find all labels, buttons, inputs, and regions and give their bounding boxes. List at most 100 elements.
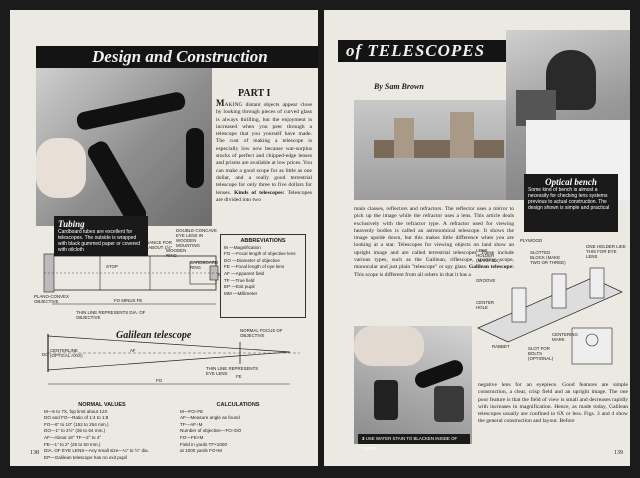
- left-page: Design and Construction PART I MAKING di…: [10, 10, 318, 466]
- calculation-item: FO—FE×M: [180, 434, 204, 440]
- body-text-3: Figs. 3 and 4 show the general construct…: [478, 411, 628, 425]
- galilean-heading: Galilean telescope:: [468, 264, 514, 271]
- calculation-item: Number of objective—FO÷DO: [180, 428, 242, 434]
- normal-value-item: EP—Galilean telescope has no exit pupil: [44, 454, 127, 460]
- calculation-item: M—FO÷FE: [180, 408, 204, 414]
- stain-jar-shape: [374, 380, 398, 420]
- caption-text: Some kind of bench is almost a necessity…: [528, 187, 610, 211]
- calculation-item: TF—AF÷M: [180, 421, 203, 427]
- label-one-holder: ONE HOLDER LIKE THIS FOR EYE LENS: [586, 244, 626, 259]
- label-center-hole: CENTER HOLE: [476, 300, 495, 310]
- abbr-item: FE —Focal length of eye lens: [224, 264, 285, 270]
- page-title-right: of TELESCOPES: [338, 40, 506, 62]
- abbr-item: EP —Exit pupil: [224, 284, 255, 290]
- drop-cap: M: [216, 98, 225, 108]
- label-fo-minus-fe: FO MINUS FE: [114, 298, 143, 303]
- body-text-2: negative lens for an eyepiece. Good feat…: [478, 382, 628, 418]
- right-page: of TELESCOPES By Sam Brown Optical bench…: [324, 10, 630, 466]
- label-plywood: PLYWOOD: [520, 238, 543, 243]
- normal-value-item: AF—About 18° TF—2° to 4°: [44, 434, 102, 440]
- body-text: main classes, reflectors and refractors.…: [354, 206, 514, 271]
- holder-shape: [551, 273, 567, 309]
- tube-shape: [186, 128, 204, 188]
- abbr-item: FO —Focal length of objective lens: [224, 251, 296, 257]
- label-normal-focus: NORMAL FOCUS OF OBJECTIVE: [240, 328, 283, 338]
- normal-value-item: FE—1" to 2" (25 to 50 mm.): [44, 441, 101, 447]
- normal-values-block: NORMAL VALUES M—6 to 7X, fop limit about…: [44, 402, 160, 461]
- abbr-item: DO —Diameter of objective: [224, 257, 280, 263]
- galilean-text: This scope is different from all others …: [354, 271, 471, 278]
- kinds-text: Telescopes are divided into two: [216, 189, 312, 203]
- holder-shape: [589, 267, 605, 299]
- tubing-caption: Tubing Cardboard tubes are excellent for…: [54, 216, 148, 256]
- normal-values-heading: NORMAL VALUES: [78, 402, 126, 408]
- normal-value-item: DO—1" to 2½" (25 to 64 mm.): [44, 428, 106, 434]
- caption-title: Tubing: [58, 219, 85, 229]
- label-af: AF: [130, 348, 136, 353]
- abbr-item: AF —Apparent field: [224, 270, 265, 276]
- label-double-concave: DOUBLE-CONCAVE EYE LENS IN WOODEN MOUNTI…: [176, 228, 217, 248]
- lens-holder-shape: [450, 112, 474, 158]
- abbreviations-box: ABBREVIATIONS M —Magnification FO —Focal…: [220, 234, 306, 318]
- normal-value-item: M—6 to 7X, fop limit about 12X: [44, 408, 108, 414]
- label-centering-mark: CENTERING MARK: [552, 332, 578, 342]
- calculations-heading: CALCULATIONS: [216, 402, 260, 408]
- body-paragraph-2: negative lens for an eyepiece. Good feat…: [478, 382, 628, 426]
- tube-end-shape: [434, 386, 464, 422]
- galilean-telescope-title: Galilean telescope: [116, 330, 192, 341]
- part-heading: PART I: [238, 88, 271, 99]
- label-allowance: ALLOWANCE FOR DRAW ABOUT 1½": [134, 240, 173, 250]
- optical-bench-diagram: [477, 267, 623, 365]
- tube-shape: [84, 138, 150, 228]
- intro-text: AKING distant objects appear close by lo…: [216, 102, 312, 196]
- label-thin-line-eye: THIN LINE REPRESENTS EYE LENS: [206, 366, 259, 376]
- telescope-diagram: [43, 253, 300, 385]
- caption-text: Cardboard tubes are excellent for telesc…: [58, 229, 140, 253]
- calculation-item: Field in yards TF×1000: [180, 441, 228, 447]
- label-thin-line-dia: THIN LINE REPRESENTS DIA. OF OBJECTIVE: [76, 310, 146, 320]
- blacken-tubes-photo: [354, 326, 472, 444]
- figure-number: 3: [362, 436, 365, 441]
- page-title-left: Design and Construction: [36, 46, 318, 68]
- abbr-item: M —Magnification: [224, 244, 261, 250]
- optical-bench-caption: Optical bench Some kind of bench is almo…: [524, 174, 618, 232]
- label-groove: GROOVE: [476, 278, 496, 283]
- label-rabbet: RABBET: [492, 344, 510, 349]
- abbr-item: TF —True field: [224, 277, 255, 283]
- hand-shape: [36, 138, 86, 198]
- label-cardboard-ring: CARDBOARD RING: [190, 260, 219, 270]
- calculation-item: AF—Measure angle as found: [180, 415, 240, 421]
- center-hole-shape: [585, 333, 599, 347]
- label-fo: FO: [156, 378, 163, 383]
- page-number-right: 139: [614, 450, 623, 456]
- intro-paragraph: MAKING distant objects appear close by l…: [216, 98, 312, 204]
- normal-value-item: FO—6" to 10" (152 to 254 mm.): [44, 421, 109, 427]
- label-do: DO: [42, 352, 49, 357]
- normal-value-item: DIA. OF EYE LENS—Any small size—¼" to ½"…: [44, 448, 149, 454]
- byline: By Sam Brown: [374, 82, 424, 91]
- label-stop: STOP: [106, 264, 118, 269]
- label-slotted-block: SLOTTED BLOCK (MAKE TWO OR THREE): [530, 250, 566, 265]
- label-wooden-ring: WOODEN RING: [166, 248, 187, 258]
- lens-holder-shape: [394, 118, 414, 158]
- calculations-block: CALCULATIONS M—FO÷FE AF—Measure angle as…: [180, 402, 296, 455]
- blacken-caption: 3 USE WATER STAIN TO BLACKEN INSIDE OF T…: [358, 434, 470, 451]
- optical-bench-photo: [354, 100, 506, 200]
- tube-shape: [75, 90, 187, 132]
- label-fe: FE: [236, 374, 242, 379]
- label-plano-convex: PLANO-CONVEX OBJECTIVE: [34, 294, 69, 304]
- caption-title: Optical bench: [545, 177, 597, 187]
- label-centerline: CENTERLINE (OPTICAL AXIS): [50, 348, 83, 358]
- kinds-heading: Kinds of telescopes:: [234, 189, 285, 196]
- normal-value-item: DO and FO—Ratio of 1:4 to 1:8: [44, 415, 109, 421]
- tubing-photo: [36, 68, 212, 228]
- holder-shape: [511, 287, 527, 323]
- abbr-item: MM —Millimeter: [224, 290, 258, 296]
- hand-shape: [354, 326, 424, 366]
- page-number-left: 138: [30, 450, 39, 456]
- label-lens-holder: LENS HOLDER (MAKE SIX): [476, 248, 500, 263]
- body-paragraph: main classes, reflectors and refractors.…: [354, 206, 514, 279]
- caption-text: USE WATER STAIN TO BLACKEN INSIDE OF TUB…: [362, 436, 458, 451]
- abbreviations-heading: ABBREVIATIONS: [240, 238, 286, 244]
- calculation-item: at 1000 yards FO×M: [180, 448, 223, 454]
